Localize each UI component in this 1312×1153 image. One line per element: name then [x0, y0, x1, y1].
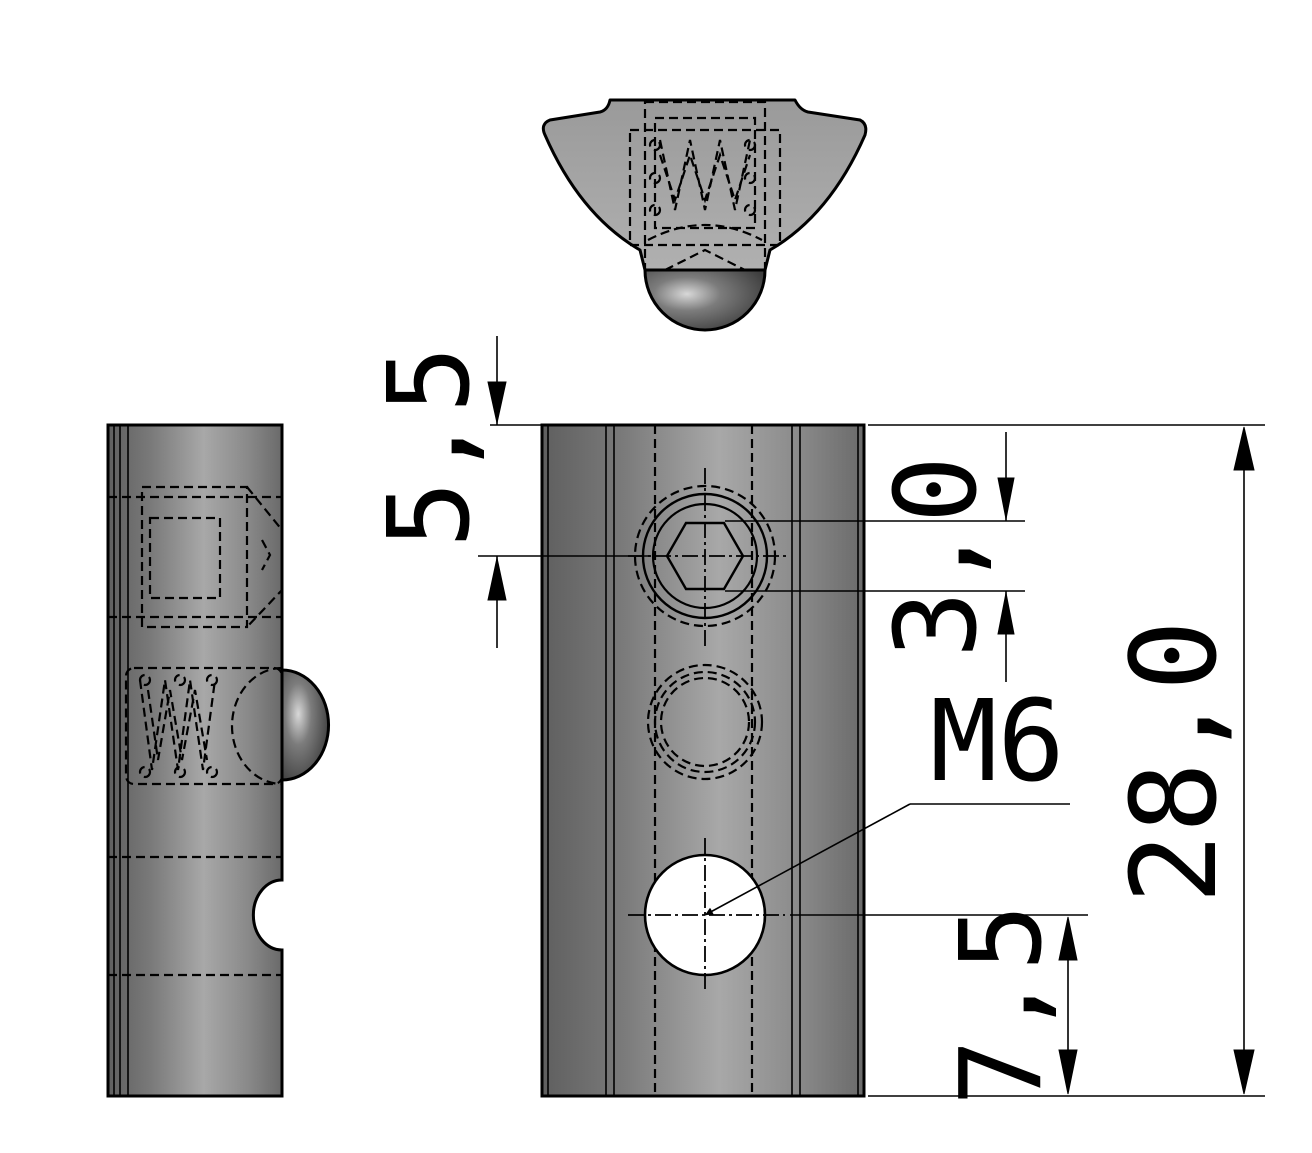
side-view-body: [106, 423, 284, 1098]
front-view-body: [540, 423, 866, 1098]
dim-text-offset-top: 5,5: [365, 346, 495, 548]
side-view: [106, 423, 331, 1098]
dim-text-total-length: 28,0: [1105, 620, 1243, 904]
ball-bottom: [643, 268, 767, 332]
top-view: [541, 98, 868, 332]
front-view: [540, 423, 866, 1098]
m6-leader: [704, 803, 911, 916]
dimensions: [478, 336, 1265, 1097]
dim-text-offset-bottom: 7,5: [937, 904, 1067, 1106]
side-ball: [280, 668, 331, 782]
dim-text-thread: M6: [930, 677, 1065, 807]
dim-text-hex-height: 3,0: [872, 456, 1002, 658]
